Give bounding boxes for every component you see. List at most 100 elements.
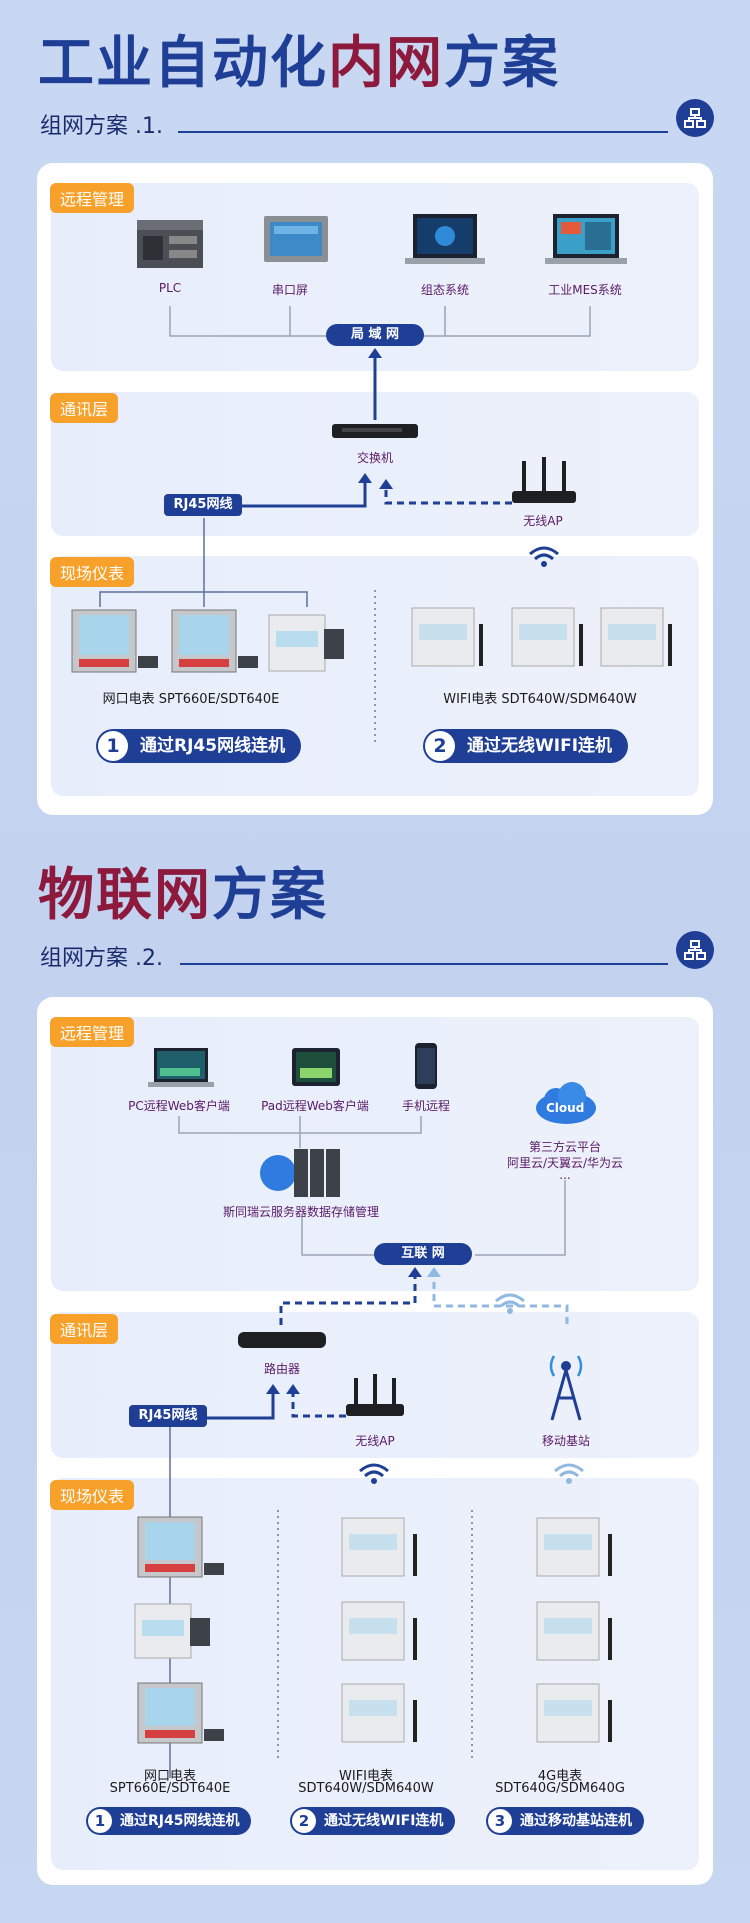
method-number: 1 [88, 1809, 112, 1833]
ap-label: 无线AP [355, 1434, 395, 1448]
col3-label-a: 4G电表 [537, 1769, 583, 1784]
tag-remote: 远程管理 [50, 1017, 135, 1047]
title-part-b: 内网 [328, 31, 444, 96]
col2-label-b: SDT640W/SDM640W [298, 1781, 434, 1796]
cloud-label-2: 阿里云/天翼云/华为云 [506, 1156, 624, 1170]
panel-meter-icon [71, 609, 137, 673]
network-icon [676, 931, 714, 969]
hmi-screen-icon [262, 214, 330, 264]
wifi-signal-icon [552, 1461, 586, 1485]
wifi-meter-icon [600, 600, 680, 670]
din-meter-icon [134, 1598, 212, 1660]
method-text: 通过移动基站连机 [520, 1813, 632, 1829]
hmi-label: 串口屏 [271, 283, 308, 297]
wireless-ap-icon [510, 455, 578, 507]
wifi-meter-icon [341, 1596, 425, 1664]
panel-meter-icon [137, 1516, 203, 1578]
network-icon [676, 99, 714, 137]
scada-label: 组态系统 [420, 283, 469, 297]
subtitle-underline [180, 963, 668, 965]
wireless-ap-icon [344, 1372, 406, 1420]
section2-title: 物联网方案 [38, 850, 328, 931]
method-text: 通过RJ45网线连机 [140, 736, 286, 756]
section2-subtitle: 组网方案 .2. [40, 946, 163, 971]
method-rj45-badge: 1 通过RJ45网线连机 [96, 729, 302, 763]
internet-badge: 互联 网 [374, 1243, 472, 1265]
method-base-station-badge: 3 通过移动基站连机 [486, 1807, 644, 1835]
panel-meter-icon [171, 609, 237, 673]
col3-label-b: SDT640G/SDM640G [495, 1781, 625, 1796]
switch-label: 交换机 [356, 451, 393, 465]
section1-title: 工业自动化内网方案 [38, 18, 560, 99]
cloud-icon: Cloud [532, 1078, 598, 1128]
rj45-badge: RJ45网线 [164, 494, 242, 516]
mes-laptop-icon [545, 212, 627, 268]
server-label: 斯同瑞云服务器数据存储管理 [222, 1205, 379, 1219]
tag-field: 现场仪表 [50, 1480, 135, 1510]
wifi-signal-icon [493, 1291, 527, 1315]
module-icon [203, 1561, 225, 1575]
method-text: 通过无线WIFI连机 [467, 736, 613, 756]
router-icon [236, 1326, 328, 1354]
wifi-signal-icon [357, 1461, 391, 1485]
tag-comm: 通讯层 [50, 393, 119, 423]
wifi-meter-icon [411, 600, 491, 670]
server-icon [258, 1145, 342, 1199]
title-part-c: 方案 [444, 31, 560, 96]
module-icon [203, 1727, 225, 1741]
plc-device-icon [133, 212, 207, 270]
rj45-badge: RJ45网线 [129, 1405, 207, 1427]
tag-remote: 远程管理 [50, 183, 135, 213]
method-number: 2 [292, 1809, 316, 1833]
wifi-meter-label: WIFI电表 SDT640W/SDM640W [443, 692, 637, 707]
method-rj45-badge: 1 通过RJ45网线连机 [86, 1807, 252, 1835]
wifi-signal-icon [527, 544, 561, 568]
scada-laptop-icon [405, 212, 485, 268]
lan-badge: 局 域 网 [326, 324, 424, 346]
col2-label-a: WIFI电表 [339, 1769, 393, 1784]
tag-field: 现场仪表 [50, 557, 135, 587]
tag-comm: 通讯层 [50, 1314, 119, 1344]
cloud-text: Cloud [546, 1101, 585, 1115]
ethernet-meter-label: 网口电表 SPT660E/SDT640E [102, 692, 280, 707]
plc-label: PLC [158, 281, 182, 295]
col1-label-a: 网口电表 [143, 1769, 196, 1784]
title-part-a: 工业自动化 [38, 31, 328, 96]
subtitle-underline [178, 131, 668, 133]
ap-label: 无线AP [523, 514, 563, 528]
4g-meter-icon [536, 1596, 620, 1664]
cloud-label-1: 第三方云平台 [528, 1140, 601, 1154]
section1-subtitle: 组网方案 .1. [40, 114, 163, 139]
mes-label: 工业MES系统 [548, 283, 622, 297]
method-text: 通过RJ45网线连机 [120, 1813, 240, 1829]
method-text: 通过无线WIFI连机 [324, 1813, 444, 1829]
pad-tablet-icon [290, 1046, 342, 1088]
method-wifi-badge: 2 通过无线WIFI连机 [290, 1807, 456, 1835]
din-meter-icon [268, 609, 346, 673]
4g-meter-icon [536, 1678, 620, 1746]
title-part-b: 方案 [212, 863, 328, 928]
wifi-meter-icon [341, 1678, 425, 1746]
4g-meter-icon [536, 1512, 620, 1580]
pc-web-label: PC远程Web客户端 [128, 1099, 230, 1113]
base-station-label: 移动基站 [541, 1434, 590, 1448]
method-number: 3 [488, 1809, 512, 1833]
method-number: 2 [425, 731, 455, 761]
wifi-meter-icon [341, 1512, 425, 1580]
col1-label-b: SPT660E/SDT640E [109, 1781, 231, 1796]
switch-icon [330, 420, 420, 442]
pc-laptop-icon [148, 1046, 214, 1088]
method-number: 1 [98, 731, 128, 761]
pad-web-label: Pad远程Web客户端 [261, 1099, 369, 1113]
mobile-phone-icon [414, 1042, 438, 1090]
module-icon [237, 654, 259, 670]
module-icon [137, 654, 159, 670]
title-part-a: 物联网 [38, 863, 212, 928]
cell-tower-icon [544, 1350, 588, 1422]
method-wifi-badge: 2 通过无线WIFI连机 [423, 729, 629, 763]
phone-label: 手机远程 [401, 1099, 450, 1113]
panel-meter-icon [137, 1682, 203, 1744]
router-label: 路由器 [263, 1362, 300, 1376]
cloud-label-3: ... [559, 1168, 571, 1182]
wifi-meter-icon [511, 600, 591, 670]
